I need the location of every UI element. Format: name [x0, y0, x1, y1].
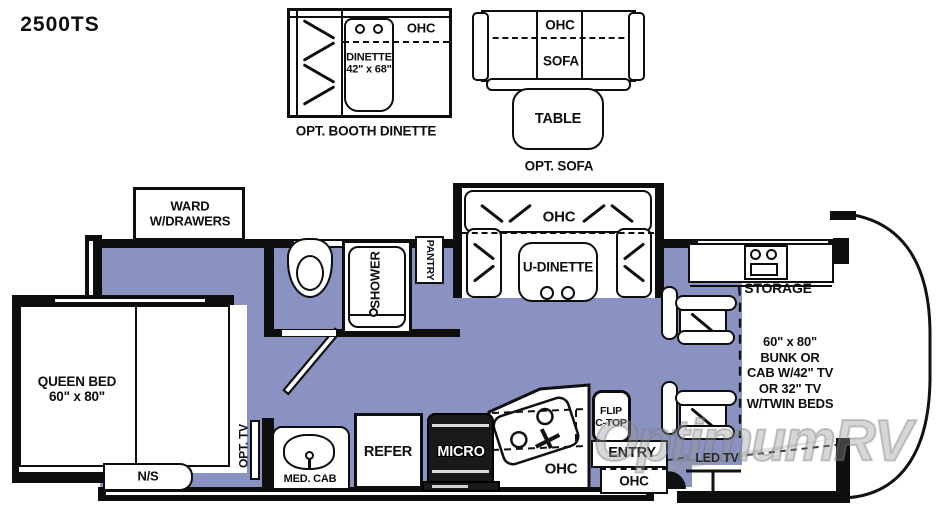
wardrobe-label: WARD W/DRAWERS [149, 198, 231, 228]
sofa-ohc-label: OHC [545, 17, 575, 33]
cab-seat-armrest [677, 425, 735, 440]
counter-edge-line [690, 285, 832, 287]
med-cab-faucet-stem [308, 459, 311, 470]
kitchen-corner-wall [833, 238, 849, 264]
kitchen-ohc-dashed [491, 408, 587, 451]
cab-front-outline [833, 211, 932, 500]
bath-door-opening [282, 330, 336, 336]
cab-seat-backrest [661, 381, 678, 435]
sofa-armrest [628, 12, 645, 81]
flip-ctop-label: FLIP C-TOP [595, 404, 627, 429]
entry-door-swing [668, 471, 686, 489]
hood-tick [830, 211, 856, 220]
booth-table-circle [373, 24, 383, 34]
dinette-table-circle [540, 286, 554, 300]
bed-slide-top-slit [55, 299, 205, 302]
entry-step [591, 440, 668, 468]
sofa-table [512, 88, 604, 150]
kitchen-ohc-label: OHC [544, 460, 578, 478]
storage-label: STORAGE [744, 280, 812, 297]
bathroom-door [282, 327, 342, 396]
refer-label: REFER [363, 443, 413, 460]
led-tv-label: LED TV [695, 451, 739, 465]
sofa-armrest [472, 12, 489, 81]
micro-label: MICRO [437, 443, 485, 460]
cab-seat-backrest [661, 286, 678, 340]
sofa-caption: OPT. SOFA [524, 158, 594, 174]
shower-label: SHOWER [367, 251, 383, 309]
cab-corner-wall [836, 438, 850, 503]
oven-box [750, 263, 778, 276]
tv-wall [262, 418, 274, 490]
dinette-ohc-label: OHC [542, 208, 576, 226]
bottom-wall-slit [106, 492, 646, 495]
med-cab-label: MED. CAB [283, 472, 337, 485]
range-base-slit [432, 485, 468, 488]
shower-drain [369, 308, 378, 317]
opt-tv-label: OPT. TV [236, 424, 251, 468]
sofa-ohc-dashline [483, 37, 634, 39]
range-stripe [432, 424, 489, 427]
burner [750, 249, 761, 260]
entry-ohc-box [600, 468, 668, 494]
booth-ohc-label: OHC [406, 20, 436, 36]
u-dinette-label: U-DINETTE [522, 259, 594, 275]
sofa-divider [581, 12, 583, 80]
booth-dinette-label: DINETTE 42" x 68" [346, 51, 392, 76]
nightstand [103, 463, 193, 491]
booth-ward-divider [341, 10, 343, 116]
cab-seat-armrest [677, 330, 735, 345]
dinette-bench-right [616, 228, 652, 298]
booth-ward-divider [296, 10, 298, 116]
watermark: OptimumRV [592, 408, 913, 475]
queen-bed [19, 305, 230, 467]
dinette-slide-left-wall [453, 183, 462, 298]
pantry [415, 236, 444, 284]
burner [766, 249, 777, 260]
page-title: 2500TS [20, 13, 100, 37]
sofa-label: SOFA [543, 53, 579, 69]
dinette-table-circle [561, 286, 575, 300]
nightstand-label: N/S [137, 468, 159, 484]
booth-counter-line [290, 16, 449, 18]
booth-caption: OPT. BOOTH DINETTE [295, 123, 437, 139]
opt-tv-panel [250, 420, 260, 480]
range-stripe [432, 470, 489, 473]
queen-bed-label: QUEEN BED 60" x 80" [37, 373, 117, 404]
dinette-table [518, 242, 598, 302]
pantry-label: PANTRY [423, 239, 436, 281]
toilet-bowl [296, 255, 324, 291]
wardrobe-slide [133, 187, 245, 241]
booth-ohc-dashline [343, 41, 449, 43]
bed-divider [135, 307, 137, 465]
booth-table-circle [355, 24, 365, 34]
bed-slide-left-wall [12, 297, 19, 481]
tv-stand-lines [686, 469, 741, 491]
dinette-bench-left [466, 228, 502, 298]
dinette-slide-top-wall [453, 183, 664, 188]
sofa-table-label: TABLE [534, 110, 582, 127]
entry-ohc-label: OHC [619, 473, 649, 489]
dinette-slide-right-wall [655, 183, 664, 298]
booth-table [344, 18, 394, 112]
sofa-divider [536, 12, 538, 80]
bed-slide-bottom-wall [12, 472, 104, 483]
entry-label: ENTRY [608, 444, 656, 461]
shower-pan [348, 246, 406, 328]
bath-left-wall [264, 239, 274, 336]
bunk-label: 60" x 80" BUNK OR CAB W/42" TV OR 32" TV… [746, 334, 834, 412]
dinette-ohc-dashline [462, 232, 654, 234]
refrigerator [354, 413, 423, 489]
rear-window [89, 241, 93, 297]
bottom-wall-right [677, 491, 850, 503]
